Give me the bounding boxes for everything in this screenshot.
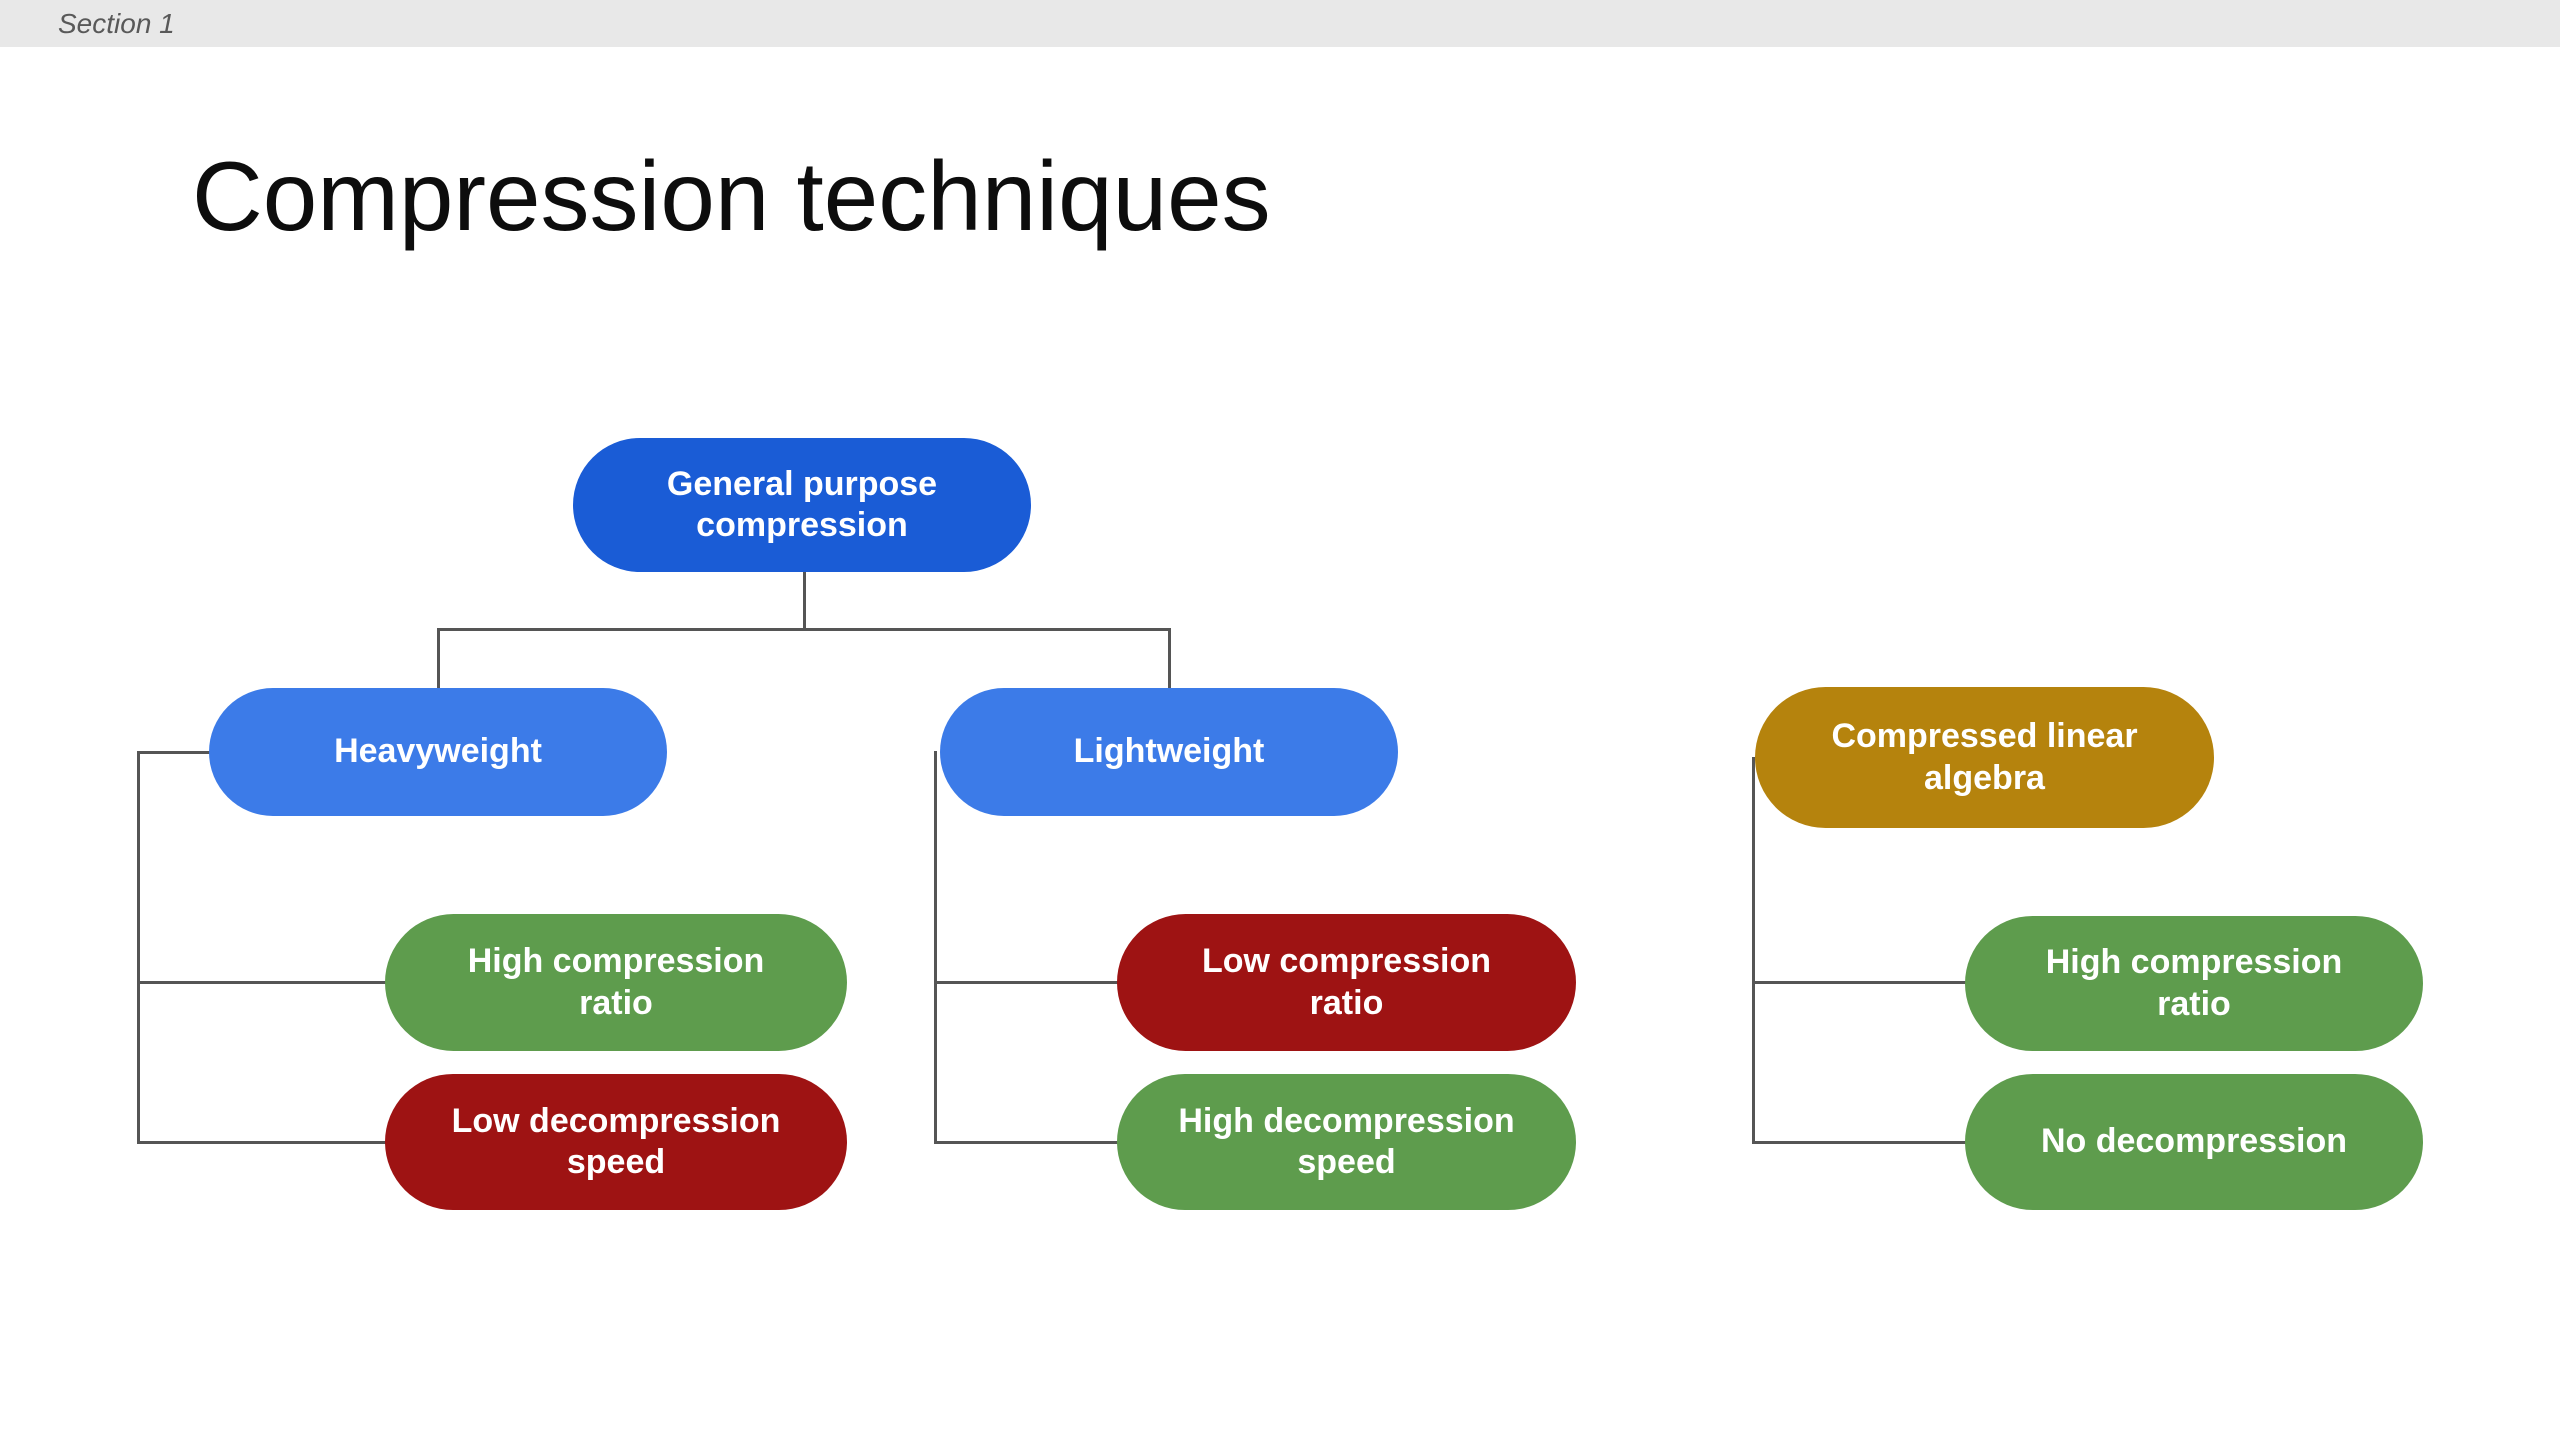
node-compressed-linear-algebra: Compressed linear algebra <box>1755 687 2214 828</box>
connector-line <box>1752 1141 1974 1144</box>
node-label: Compressed linear algebra <box>1831 717 2138 797</box>
connector-line <box>1752 981 1974 984</box>
node-label: High decompression speed <box>1178 1101 1515 1181</box>
node-heavyweight-low-decompression-speed: Low decompression speed <box>385 1074 847 1210</box>
connector-line <box>137 751 140 1143</box>
node-heavyweight-high-compression-ratio: High compression ratio <box>385 914 847 1051</box>
node-heavyweight: Heavyweight <box>209 688 667 816</box>
node-lightweight-low-compression-ratio: Low compression ratio <box>1117 914 1576 1051</box>
connector-line <box>934 751 937 1143</box>
connector-line <box>934 981 1126 984</box>
slide-title: Compression techniques <box>192 141 1271 251</box>
connector-line <box>803 572 806 630</box>
connector-line <box>1752 757 1755 1143</box>
node-label: Low compression ratio <box>1201 942 1492 1022</box>
section-label: Section 1 <box>58 7 175 39</box>
node-lightweight-high-decompression-speed: High decompression speed <box>1117 1074 1576 1210</box>
connector-line <box>137 1141 393 1144</box>
node-label: Heavyweight <box>334 732 542 771</box>
connector-line <box>1168 628 1171 690</box>
node-label: High compression ratio <box>2045 943 2343 1023</box>
node-lightweight: Lightweight <box>940 688 1398 816</box>
node-label: No decompression <box>2040 1122 2348 1161</box>
section-header-bar: Section 1 <box>0 0 2560 47</box>
node-cla-high-compression-ratio: High compression ratio <box>1965 916 2423 1051</box>
node-label: High compression ratio <box>467 942 765 1022</box>
node-label: General purpose compression <box>666 464 938 544</box>
connector-line <box>934 1141 1126 1144</box>
node-label: Low decompression speed <box>451 1101 781 1181</box>
node-cla-no-decompression: No decompression <box>1965 1074 2423 1210</box>
node-general-purpose-compression: General purpose compression <box>573 438 1031 572</box>
connector-line <box>137 981 393 984</box>
connector-line <box>137 751 217 754</box>
node-label: Lightweight <box>1073 732 1265 771</box>
connector-line <box>437 628 1171 631</box>
connector-line <box>437 628 440 690</box>
